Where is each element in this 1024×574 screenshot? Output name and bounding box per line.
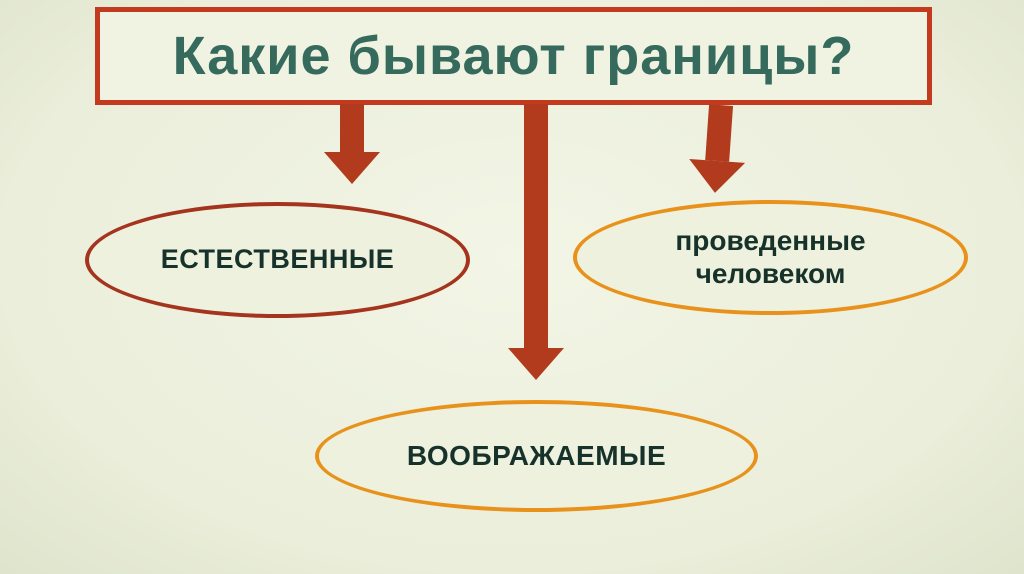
title-box: Какие бывают границы? <box>95 7 932 105</box>
arrow-down-icon <box>508 104 564 380</box>
arrow-head <box>324 152 380 184</box>
arrow-down-icon <box>686 103 749 195</box>
node-label: проведенные человеком <box>675 225 866 289</box>
arrow-head <box>508 348 564 380</box>
node-imaginary-borders: ВООБРАЖАЕМЫЕ <box>315 400 758 512</box>
arrow-shaft <box>524 104 548 348</box>
arrow-shaft <box>340 104 364 152</box>
node-natural-borders: ЕСТЕСТВЕННЫЕ <box>85 202 470 318</box>
arrow-down-icon <box>324 104 380 184</box>
node-human-made-borders: проведенные человеком <box>573 200 968 315</box>
slide-title: Какие бывают границы? <box>172 26 855 86</box>
arrow-head <box>686 159 746 195</box>
arrow-shaft <box>705 104 734 162</box>
node-label: ВООБРАЖАЕМЫЕ <box>406 439 667 471</box>
node-label: ЕСТЕСТВЕННЫЕ <box>160 244 395 275</box>
